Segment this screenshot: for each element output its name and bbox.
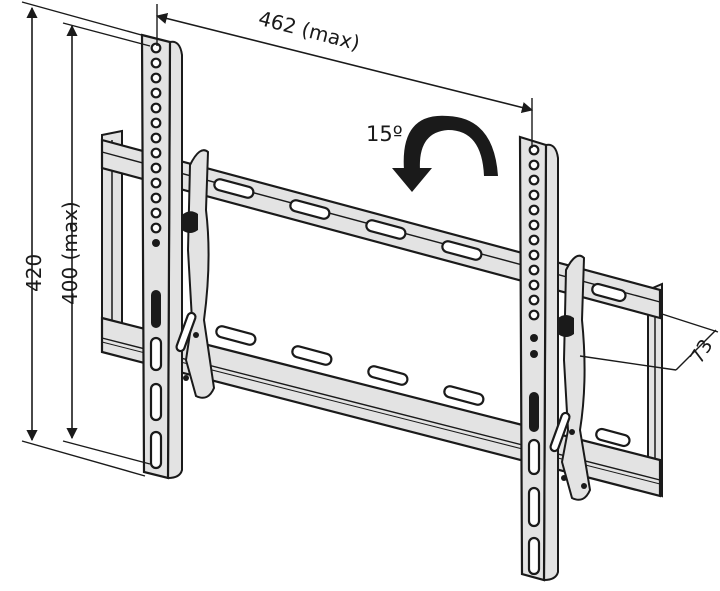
left-arm-slots [149, 290, 163, 470]
curved-arrow-icon [392, 115, 498, 192]
left-tilt-latch [175, 149, 216, 399]
left-vertical-arm [140, 33, 183, 480]
dimension-lines [21, 1, 719, 477]
max-height-dimension-label: 400 (max) [58, 201, 82, 305]
right-arm-holes [528, 144, 540, 358]
right-vertical-arm [518, 135, 559, 582]
overall-height-dimension-label: 420 [22, 253, 46, 292]
right-tilt-latch [549, 254, 592, 501]
tilt-angle-label: 15º [366, 122, 403, 146]
right-arm-slots [527, 392, 541, 576]
